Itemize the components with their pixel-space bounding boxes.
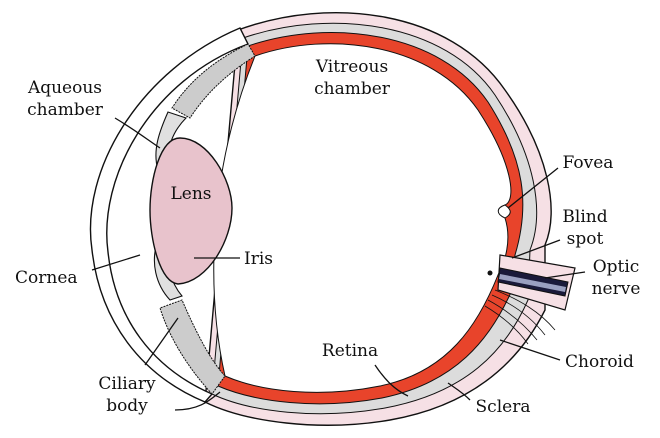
ciliary-label-line1: Ciliary: [98, 374, 156, 394]
ciliary-body-upper: [171, 43, 256, 119]
optic-nerve-label-line2: nerve: [592, 279, 641, 299]
fovea-label: Fovea: [563, 153, 614, 173]
optic-nerve: [484, 254, 576, 345]
fovea-notch: [497, 204, 506, 219]
leader-lines: [91, 117, 586, 411]
aqueous-label-line2: chamber: [27, 100, 104, 120]
vitreous-label-line1: Vitreous: [315, 57, 388, 77]
cornea: [89, 27, 249, 403]
lens-label: Lens: [170, 184, 211, 204]
sclera-label: Sclera: [476, 397, 531, 417]
retina-label: Retina: [322, 341, 378, 361]
lens: [149, 137, 233, 285]
iris-label: Iris: [244, 249, 273, 269]
aqueous-label-line1: Aqueous: [27, 78, 102, 98]
blind-spot-label-line1: Blind: [562, 207, 607, 227]
ciliary-body-lower: [159, 299, 226, 395]
vitreous-label-line2: chamber: [314, 79, 391, 99]
blind-spot-marker: [487, 270, 493, 276]
optic-nerve-label-line1: Optic: [593, 257, 640, 277]
choroid-label: Choroid: [565, 352, 634, 372]
cornea-label: Cornea: [15, 268, 78, 288]
ciliary-label-line2: body: [106, 396, 148, 416]
vitreous-cavity: [213, 43, 512, 393]
blind-spot-label-line2: spot: [567, 229, 604, 249]
